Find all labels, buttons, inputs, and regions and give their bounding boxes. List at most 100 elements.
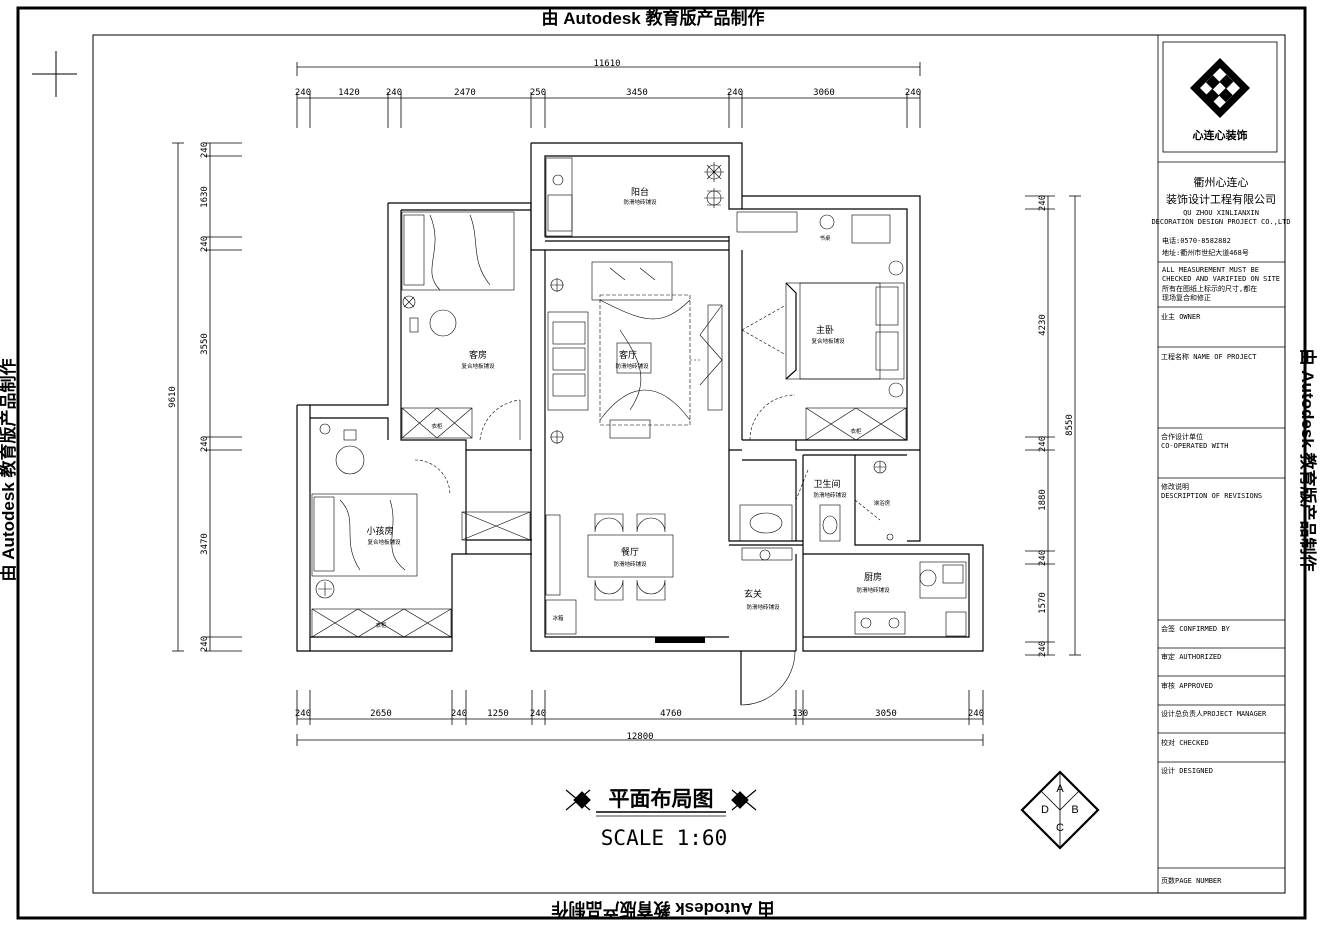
- room-kitchen-name: 厨房: [864, 571, 882, 583]
- room-entry-name: 玄关: [744, 588, 762, 600]
- svg-text:C: C: [1056, 822, 1064, 834]
- svg-text:240: 240: [200, 436, 210, 452]
- watermark-left: 由 Autodesk 教育版产品制作: [0, 359, 18, 582]
- dim-bottom-total: 12800: [626, 732, 653, 742]
- label-wardrobe-master: 衣柜: [850, 427, 862, 435]
- furniture: [311, 157, 967, 643]
- svg-text:240: 240: [451, 709, 467, 719]
- svg-text:设计总负责人PROJECT MANAGER: 设计总负责人PROJECT MANAGER: [1161, 709, 1267, 718]
- svg-text:ALL MEASUREMENT MUST BE: ALL MEASUREMENT MUST BE: [1162, 266, 1259, 274]
- svg-text:装饰设计工程有限公司: 装饰设计工程有限公司: [1166, 192, 1276, 206]
- svg-text:B: B: [1071, 804, 1078, 816]
- svg-text:240: 240: [530, 709, 546, 719]
- label-wardrobe-guest: 衣柜: [431, 422, 443, 430]
- svg-text:3050: 3050: [875, 709, 897, 719]
- company-logo-icon: [1190, 58, 1250, 118]
- label-wardrobe-small: 衣柜: [375, 621, 387, 629]
- drawing-scale: SCALE 1:60: [601, 826, 727, 850]
- room-master-name: 主卧: [816, 324, 834, 336]
- svg-text:4230: 4230: [1038, 314, 1048, 336]
- svg-text:3550: 3550: [200, 333, 210, 355]
- room-dining-note: 防滑地砖铺设: [613, 560, 647, 568]
- dim-right-total: 8550: [1065, 414, 1075, 436]
- svg-text:QU ZHOU XINLIANXIN: QU ZHOU XINLIANXIN: [1183, 209, 1259, 217]
- svg-text:地址:衢州市世纪大道468号: 地址:衢州市世纪大道468号: [1162, 248, 1249, 257]
- room-balcony-name: 阳台: [631, 186, 649, 198]
- svg-text:240: 240: [968, 709, 984, 719]
- watermark-top: 由 Autodesk 教育版产品制作: [542, 8, 765, 28]
- room-shower-name: 淋浴房: [874, 499, 891, 507]
- svg-text:3450: 3450: [626, 88, 648, 98]
- svg-text:审核 APPROVED: 审核 APPROVED: [1161, 681, 1213, 690]
- svg-text:240: 240: [386, 88, 402, 98]
- bottom-dimensions: [296, 690, 984, 746]
- svg-text:现场复合和修正: 现场复合和修正: [1162, 293, 1211, 302]
- svg-text:页数PAGE NUMBER: 页数PAGE NUMBER: [1161, 876, 1222, 885]
- title-ornament-left-icon: [565, 789, 591, 811]
- right-dimensions: [1025, 195, 1081, 656]
- room-bath-name: 卫生间: [813, 478, 840, 490]
- svg-text:250: 250: [530, 88, 546, 98]
- dim-left-labels: 240 1630 240 3550 240 3470 240: [200, 142, 210, 652]
- svg-text:3060: 3060: [813, 88, 835, 98]
- title-ornament-right-icon: [731, 789, 757, 811]
- svg-text:会签 CONFIRMED BY: 会签 CONFIRMED BY: [1161, 624, 1231, 633]
- dim-left-total: 9610: [168, 386, 178, 408]
- label-desk: 书桌: [819, 234, 831, 242]
- svg-text:1880: 1880: [1038, 489, 1048, 511]
- room-balcony-note: 防滑地砖铺设: [623, 198, 657, 206]
- svg-text:CO-OPERATED WITH: CO-OPERATED WITH: [1161, 442, 1228, 450]
- svg-text:设计 DESIGNED: 设计 DESIGNED: [1161, 766, 1213, 775]
- svg-text:DECORATION DESIGN PROJECT CO.,: DECORATION DESIGN PROJECT CO.,LTD: [1151, 218, 1290, 226]
- svg-text:240: 240: [1038, 550, 1048, 566]
- svg-text:240: 240: [200, 636, 210, 652]
- room-bath-note: 防滑地砖铺设: [813, 491, 847, 499]
- svg-text:所有在图纸上标示的尺寸,都在: 所有在图纸上标示的尺寸,都在: [1162, 284, 1257, 293]
- svg-text:240: 240: [1038, 195, 1048, 211]
- outer-border: [16, 6, 1307, 920]
- room-labels: 阳台 防滑地砖铺设 客厅 防滑地砖铺设 主卧 复合地板铺设 客房 复合地板铺设 …: [366, 186, 890, 629]
- svg-text:审定 AUTHORIZED: 审定 AUTHORIZED: [1161, 652, 1221, 661]
- crosshair-icon: [32, 51, 77, 97]
- watermark-bottom: 由 Autodesk 教育版产品制作: [552, 899, 775, 919]
- svg-text:A: A: [1056, 783, 1064, 795]
- dim-right-labels: 240 4230 240 1880 240 1570 240: [1038, 195, 1048, 657]
- svg-text:2650: 2650: [370, 709, 392, 719]
- svg-text:240: 240: [1038, 641, 1048, 657]
- room-small-note: 复合地板铺设: [367, 538, 401, 546]
- drawing-title-block: 平面布局图 SCALE 1:60: [565, 786, 757, 850]
- svg-text:240: 240: [295, 88, 311, 98]
- svg-text:4760: 4760: [660, 709, 682, 719]
- svg-text:DESCRIPTION OF REVISIONS: DESCRIPTION OF REVISIONS: [1161, 492, 1262, 500]
- svg-text:240: 240: [727, 88, 743, 98]
- svg-text:2470: 2470: [454, 88, 476, 98]
- room-guest-note: 复合地板铺设: [461, 362, 495, 370]
- room-guest-name: 客房: [469, 349, 487, 361]
- watermark-right: 由 Autodesk 教育版产品制作: [1298, 349, 1318, 572]
- svg-text:240: 240: [200, 236, 210, 252]
- room-living-note: 防滑地砖铺设: [615, 362, 649, 370]
- title-block-text: 衢州心连心 装饰设计工程有限公司 QU ZHOU XINLIANXIN DECO…: [1151, 176, 1290, 885]
- svg-text:工程名称 NAME OF PROJECT: 工程名称 NAME OF PROJECT: [1161, 352, 1257, 361]
- room-entry-note: 防滑地砖铺设: [746, 603, 780, 611]
- svg-text:1570: 1570: [1038, 592, 1048, 614]
- dim-bottom-labels: 240 2650 240 1250 240 4760 130 3050 240: [295, 709, 984, 719]
- dim-top-total: 11610: [593, 59, 620, 69]
- logo-text: 心连心装饰: [1193, 128, 1248, 142]
- svg-text:240: 240: [1038, 436, 1048, 452]
- svg-text:1630: 1630: [200, 186, 210, 208]
- svg-text:3470: 3470: [200, 533, 210, 555]
- svg-text:电话:0570-8582882: 电话:0570-8582882: [1162, 236, 1231, 245]
- left-dimensions: [172, 142, 242, 652]
- compass-icon: A B C D: [1020, 770, 1100, 850]
- room-dining-name: 餐厅: [621, 546, 639, 558]
- svg-text:合作设计单位: 合作设计单位: [1161, 432, 1203, 441]
- svg-text:240: 240: [200, 142, 210, 158]
- svg-text:CHECKED AND VARIFIED ON SITE: CHECKED AND VARIFIED ON SITE: [1162, 275, 1280, 283]
- svg-text:1420: 1420: [338, 88, 360, 98]
- dim-top-labels: 240 1420 240 2470 250 3450 240 3060 240: [295, 88, 921, 98]
- svg-text:业主 OWNER: 业主 OWNER: [1161, 312, 1201, 321]
- svg-text:240: 240: [905, 88, 921, 98]
- svg-text:130: 130: [792, 709, 808, 719]
